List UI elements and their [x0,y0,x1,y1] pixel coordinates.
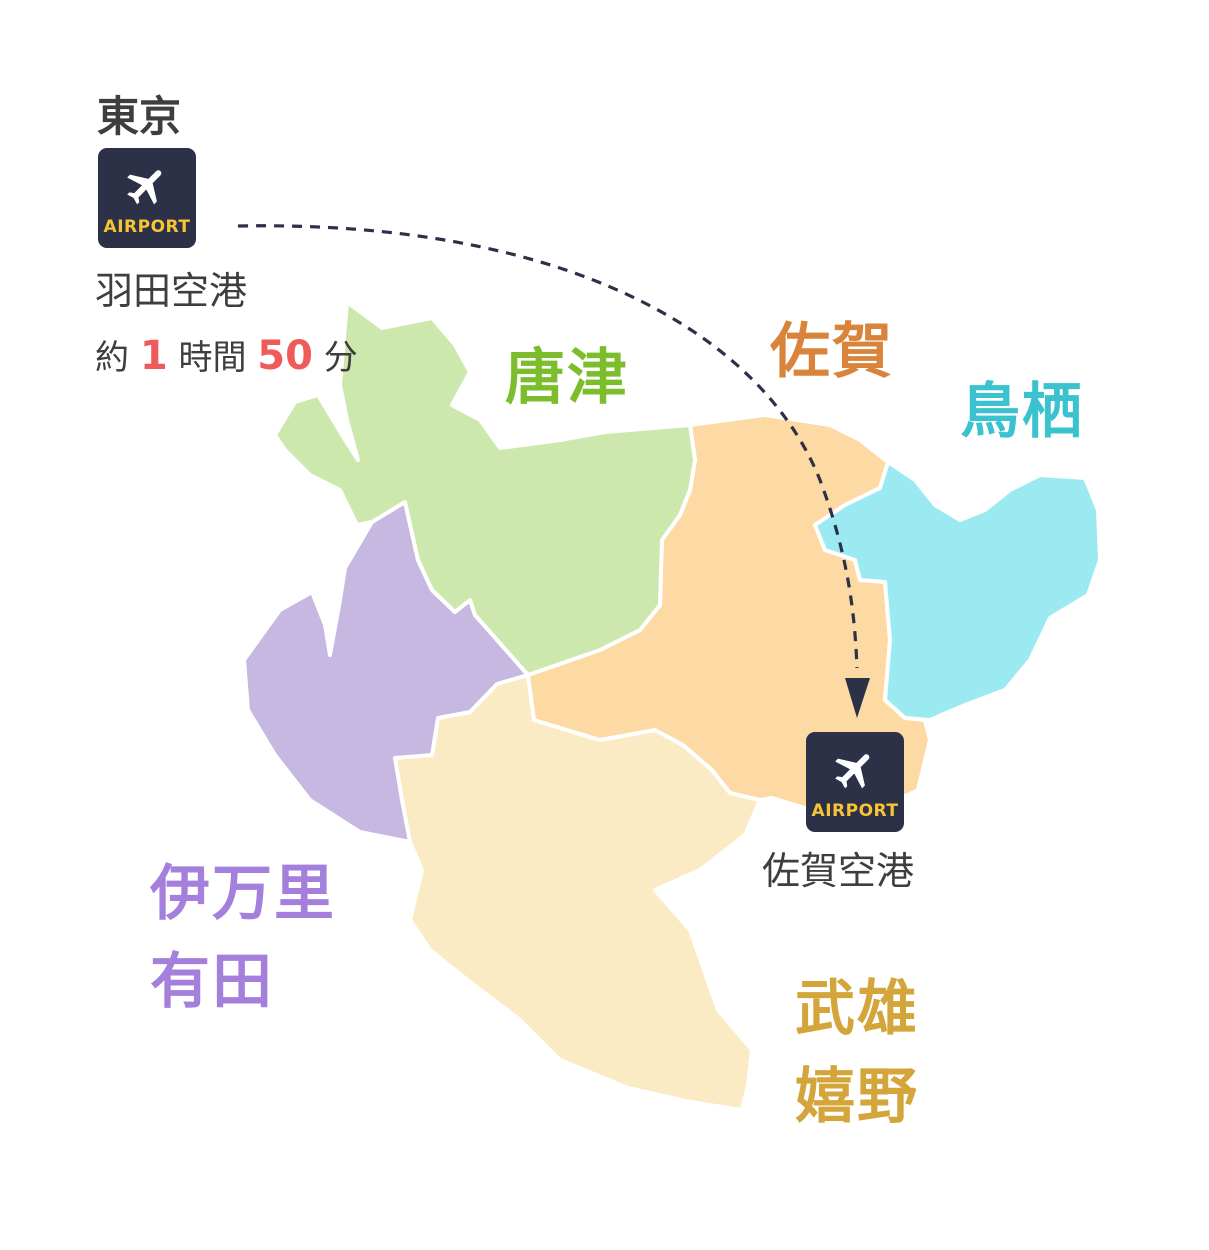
travel-time-minutes: 50 [257,333,313,379]
destination-airport-badge-text: AIRPORT [811,801,899,821]
region-label-tosu: 鳥栖 [960,377,1084,447]
region-label-arita: 有田 [150,947,274,1017]
region-label-imari-arita: 伊万里 有田 [150,850,336,1026]
destination-airport-badge[interactable]: AIRPORT [806,732,904,832]
region-tosu[interactable] [813,460,1102,722]
destination-airport-name: 佐賀空港 [762,849,915,893]
origin-airport-badge-text: AIRPORT [103,217,191,237]
region-label-ureshino: 嬉野 [795,1062,919,1132]
region-label-saga: 佐賀 [770,317,894,387]
travel-time-prefix: 約 [95,338,129,378]
travel-time-hours-unit: 時間 [178,338,247,378]
region-karatsu[interactable] [273,300,697,677]
origin-airport-badge[interactable]: AIRPORT [98,148,196,248]
airplane-icon [835,754,870,789]
region-label-takeo-ureshino: 武雄 嬉野 [795,965,919,1141]
travel-time-hours: 1 [139,333,168,379]
origin-airport-name: 羽田空港 [95,269,248,313]
origin-city-label: 東京 [97,92,182,141]
travel-time: 約 1 時間 50 分 [95,336,358,376]
region-label-takeo: 武雄 [795,974,919,1044]
region-label-karatsu: 唐津 [505,343,629,413]
travel-time-minutes-unit: 分 [323,338,358,378]
airplane-icon [127,170,162,205]
region-label-imari: 伊万里 [150,859,336,929]
route-arrowhead [845,678,870,718]
